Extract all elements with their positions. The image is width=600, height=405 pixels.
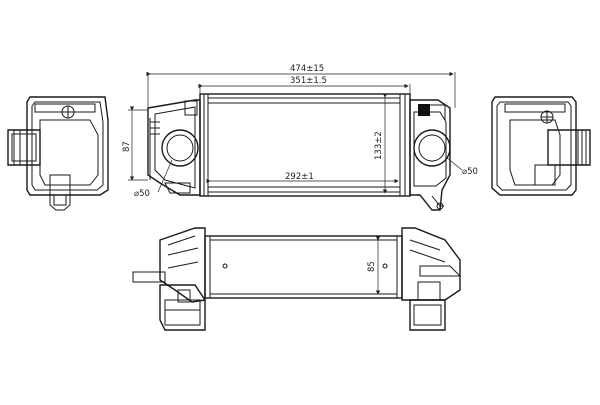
- right-side-view: [491, 96, 591, 196]
- core-length-label: 351±1.5: [290, 76, 327, 86]
- inlet-height-label: 87: [122, 141, 132, 152]
- dimension-lines: [128, 71, 463, 295]
- overall-length-label: 474±15: [290, 64, 324, 74]
- bottom-view: [132, 227, 462, 331]
- left-side-view: [7, 96, 109, 211]
- left-port-diameter-label: ⌀50: [134, 189, 150, 199]
- core-inner-length-label: 292±1: [285, 172, 314, 182]
- tank-depth-label: 85: [367, 261, 377, 272]
- core-height-label: 133±2: [374, 131, 384, 160]
- right-port-diameter-label: ⌀50: [462, 167, 478, 177]
- front-view: [147, 93, 451, 211]
